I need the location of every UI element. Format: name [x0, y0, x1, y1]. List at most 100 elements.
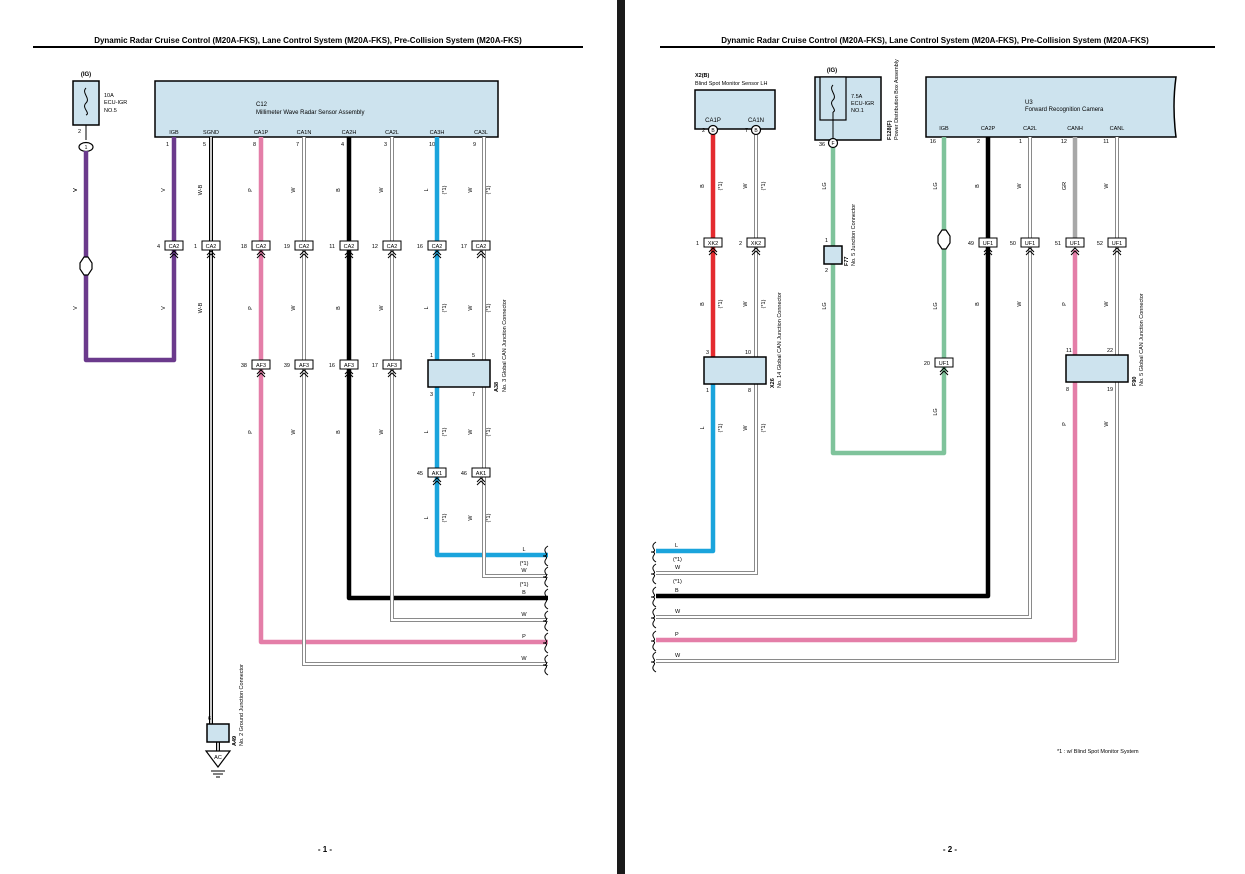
wire-break-icon	[650, 607, 657, 629]
connector-ak1-arrow-icon	[476, 477, 486, 486]
connector-ca2-box	[201, 240, 221, 251]
fuse2-number: NO.1	[851, 108, 864, 114]
f77-pin-2: 2	[825, 268, 828, 274]
connector-ca2-box	[164, 240, 184, 251]
a49-pin: 6	[208, 716, 211, 722]
connector-af3-arrow-icon	[387, 369, 397, 378]
wire-note-label: (*1)	[442, 303, 448, 312]
wire-note-label: (*1)	[761, 299, 767, 308]
wire-break-icon	[542, 654, 549, 676]
pin-connector-icon	[750, 124, 762, 136]
wire-w-bus-core	[656, 384, 757, 574]
wire-color-label: GR	[1062, 182, 1068, 190]
wire-note-label: (*1)	[486, 513, 492, 522]
connector-uf1-box	[978, 237, 998, 248]
connector-af3-label: AF3	[387, 363, 397, 369]
ecu-pin-name-sgnd: SGND	[203, 130, 219, 136]
connector-ca2-arrow-icon	[476, 250, 486, 259]
camera-pin-name-canh: CANH	[1067, 126, 1083, 132]
junction-f90	[1065, 354, 1129, 383]
wire-color-label: W	[379, 429, 385, 435]
connector-ak1-arrow-icon	[432, 477, 442, 486]
ecu-pin-name-ca1n: CA1N	[297, 130, 312, 136]
wire-color-label: W	[743, 425, 749, 431]
connector-af3-label: AF3	[256, 363, 266, 369]
x26-pin-3: 3	[706, 350, 709, 356]
wire-ca3l	[482, 137, 548, 578]
bus-label: L	[522, 547, 525, 553]
wire-color-label: P	[248, 430, 254, 434]
wire-color-label: L	[424, 306, 430, 309]
title-rule	[33, 46, 583, 48]
ecu-pin-name-ca3l: CA3L	[474, 130, 488, 136]
a38-pin-1: 1	[430, 353, 433, 359]
camera-pin-number: 12	[1061, 139, 1067, 145]
sensor-name: Blind Spot Monitor Sensor LH	[695, 81, 767, 87]
connector-ca2-arrow-icon	[387, 250, 397, 259]
connector-ca2-pin: 12	[372, 244, 378, 250]
wire-color-label: B	[975, 184, 981, 188]
connector-ca2-box	[339, 240, 359, 251]
page-2-title: Dynamic Radar Cruise Control (M20A-FKS),…	[721, 36, 1149, 45]
ecu-pin-number: 8	[253, 142, 256, 148]
connector-uf1-pin: 20	[924, 361, 930, 367]
connector-ca2-label: CA2	[344, 244, 355, 250]
connector-uf1-box	[1065, 237, 1085, 248]
connector-uf1-arrow-icon	[983, 247, 993, 256]
f77-code: F77	[844, 257, 850, 266]
sensor-pin-ca1n: CA1N	[748, 118, 764, 124]
connector-ak1-box	[427, 467, 447, 478]
connector-ak1-label: AK1	[476, 471, 486, 477]
connector-uf1-box	[1107, 237, 1127, 248]
camera-pin-name-igb: IGB	[939, 126, 949, 132]
wire-ca2l-core	[391, 137, 548, 621]
connector-ca2-label: CA2	[476, 244, 487, 250]
wire-note-label: (*1)	[442, 427, 448, 436]
camera-pin-number: 16	[930, 139, 936, 145]
connector-uf1-label: UF1	[1070, 241, 1080, 247]
splice-point	[937, 229, 951, 250]
connector-ca2-box	[251, 240, 271, 251]
connector-uf1-box	[934, 357, 954, 368]
connector-ak1-pin: 45	[417, 471, 423, 477]
ecu-pin-number: 10	[429, 142, 435, 148]
fuse-rating: 10A	[104, 93, 114, 99]
connector-ca2-box	[382, 240, 402, 251]
connector-uf1-arrow-icon	[1112, 247, 1122, 256]
wire-color-label: LG	[822, 302, 828, 309]
connector-ca2-label: CA2	[206, 244, 217, 250]
bus-note: (*1)	[673, 557, 682, 563]
wire-color-label: W	[468, 429, 474, 435]
connector-uf1-arrow-icon	[939, 367, 949, 376]
a38-name: No. 3 Global CAN Junction Connector	[502, 299, 508, 392]
wire-break-icon	[542, 588, 549, 610]
wire-note-label: (*1)	[486, 303, 492, 312]
camera-u3-box	[925, 76, 1177, 138]
connector-af3-pin: 17	[372, 363, 378, 369]
wire-break-icon	[542, 632, 549, 654]
camera-pin-number: 11	[1103, 139, 1109, 145]
wire-color-label: W	[1104, 421, 1110, 427]
fuse2-pin: 36	[819, 142, 825, 148]
connector-ca2-label: CA2	[169, 244, 180, 250]
fuse-pin: 2	[78, 129, 81, 135]
wire-break-icon	[542, 545, 549, 567]
pin-connector-icon	[827, 137, 839, 149]
page-1: Dynamic Radar Cruise Control (M20A-FKS),…	[33, 36, 583, 854]
connector-ca2-pin: 18	[241, 244, 247, 250]
wire-ca1n-core	[303, 137, 548, 665]
connector-ca2-box	[294, 240, 314, 251]
connector-ca2-label: CA2	[387, 244, 398, 250]
wire-color-label: B	[700, 302, 706, 306]
wire-color-label: W	[379, 187, 385, 193]
wire-note-label: (*1)	[442, 185, 448, 194]
connector-af3-pin: 38	[241, 363, 247, 369]
sensor-code: X2(B)	[695, 73, 710, 79]
sensor-box	[694, 89, 776, 130]
fuse2-name: ECU-IGR	[851, 101, 874, 107]
wire-color-label: W	[1017, 183, 1023, 189]
f90-name: No. 5 Global CAN Junction Connector	[1139, 293, 1145, 386]
page-number-2: - 2 -	[943, 845, 958, 854]
bus-note: (*1)	[520, 582, 529, 588]
wire-color-label: V	[73, 188, 79, 192]
